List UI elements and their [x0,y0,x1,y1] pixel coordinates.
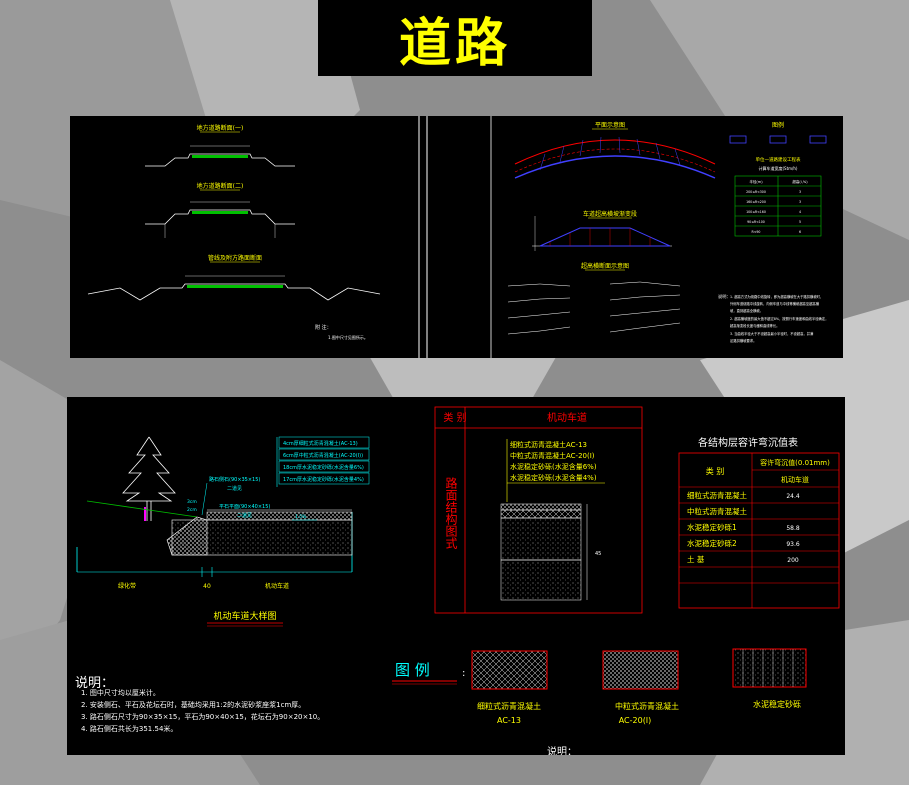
svg-text:水泥稳定砂砾1: 水泥稳定砂砾1 [687,522,737,532]
profile-title: 车道超高横坡渐变段 [583,210,637,218]
svg-text:容许弯沉值(0.01mm): 容许弯沉值(0.01mm) [760,458,830,467]
svg-text:坡，直到超高全横坡。: 坡，直到超高全横坡。 [730,308,763,313]
section-c-title: 管线及附方路面断面 [208,254,262,262]
left-note-label: 附 注： [315,324,332,331]
svg-text:AC-13: AC-13 [497,716,521,725]
bottom-drawing-panel: 绿化带 40 机动车道 4cm厚细粒式沥青混凝土(AC-13) 6cm厚中粒式沥… [67,397,845,755]
page-title: 道路 [398,13,511,74]
svg-text:6: 6 [799,230,801,234]
svg-text:4. 路石侧石共长为351.54米。: 4. 路石侧石共长为351.54米。 [81,724,177,733]
right-notes-label: 说明： [718,293,731,300]
svg-text:R<90: R<90 [752,230,761,234]
structure-depth: 45 [595,551,601,557]
svg-text:超高(i,%): 超高(i,%) [792,179,808,184]
svg-text:4: 4 [799,210,801,214]
svg-text:4cm厚细粒式沥青混凝土(AC-13): 4cm厚细粒式沥青混凝土(AC-13) [283,440,358,447]
page-title-box: 道路 [318,0,592,76]
legend-title-top: 图例 [772,121,784,129]
svg-text:24.4: 24.4 [786,493,800,500]
top-drawing-svg: 地方道路断面(一) 地方道路断面(二) 管线及附方路面断面 附 注： 1.图中尺… [87,116,828,358]
deflection-title: 各结构层容许弯沉值表 [698,436,798,449]
svg-text:类 别: 类 别 [706,466,725,476]
svg-text:细粒式沥青混凝土: 细粒式沥青混凝土 [687,490,747,500]
svg-text:机动车道: 机动车道 [781,475,809,484]
svg-text:水泥稳定砂砾(水泥含量6%): 水泥稳定砂砾(水泥含量6%) [510,462,597,471]
svg-text:二道见: 二道见 [237,512,252,519]
svg-text:AC-20(I): AC-20(I) [619,716,652,725]
tree-icon [122,436,176,521]
legend-swatch-ac20 [602,650,679,690]
legend-label: 图 例 [395,661,430,679]
se-table-subtitle: 计算车道宽度(Stm/h) [758,165,797,171]
section-a-title: 地方道路断面(一) [197,124,244,132]
dim-greenbelt: 绿化带 [118,582,136,590]
svg-text:水泥稳定砂砾2: 水泥稳定砂砾2 [687,538,737,548]
structure-col1: 类 别 [443,411,466,424]
legend-swatch-ac13 [471,650,548,690]
svg-text:半径(m): 半径(m) [749,179,763,184]
se-table: 半径(m) 超高(i,%) 200≤R<300 3 160≤R<200 3 10… [734,175,822,237]
flat-stone-label: 平石平面(90×40×15) [219,504,270,510]
svg-text:1. 超高方式为绕路中线旋转，即为超高横坡在大于路拱横坡时，: 1. 超高方式为绕路中线旋转，即为超高横坡在大于路拱横坡时， [730,294,823,299]
svg-text:水泥稳定砂砾(水泥含量4%): 水泥稳定砂砾(水泥含量4%) [510,473,597,482]
left-note-text: 1.图中尺寸见图所示。 [328,334,368,340]
dim-lane: 机动车道 [265,582,289,590]
structure-col2: 机动车道 [547,411,587,424]
svg-text:3: 3 [799,190,801,194]
svg-text:中粒式沥青混凝土: 中粒式沥青混凝土 [615,701,679,711]
svg-text:90≤R<100: 90≤R<100 [747,220,765,224]
bottom-drawing-svg: 绿化带 40 机动车道 4cm厚细粒式沥青混凝土(AC-13) 6cm厚中粒式沥… [75,406,840,755]
svg-text:2cm: 2cm [187,507,197,513]
svg-text:中粒式沥青混凝土: 中粒式沥青混凝土 [687,506,747,516]
svg-text:58.8: 58.8 [786,525,800,532]
bottom-note: 说明： [547,745,577,755]
svg-text:160≤R<200: 160≤R<200 [746,200,766,204]
svg-text:17cm厚水泥稳定砂砾(水泥含量4%): 17cm厚水泥稳定砂砾(水泥含量4%) [283,476,364,483]
svg-text:6cm厚中粒式沥青混凝土(AC-20(I)): 6cm厚中粒式沥青混凝土(AC-20(I)) [283,452,363,459]
section-b-title: 地方道路断面(二) [197,182,244,190]
structure-table: 类 别 机动车道 路面结构图式 细粒式沥青混凝土AC-13 中粒式沥青混凝土AC… [434,406,643,614]
svg-text:超高渐变段长度与缓和曲线等长。: 超高渐变段长度与缓和曲线等长。 [730,323,779,328]
svg-text:3: 3 [799,200,801,204]
svg-text:土 基: 土 基 [687,554,705,564]
svg-text:2. 安装侧石、平石及花坛石时，基础均采用1:2的水泥砂浆座: 2. 安装侧石、平石及花坛石时，基础均采用1:2的水泥砂浆座浆1cm厚。 [81,700,305,709]
dim-40: 40 [203,583,211,590]
svg-text:100≤R<160: 100≤R<160 [746,210,766,214]
svg-text:3cm: 3cm [187,499,197,505]
svg-text:1.5%: 1.5% [295,514,307,520]
deflection-table: 类 别 容许弯沉值(0.01mm) 机动车道 细粒式沥青混凝土 24.4 中粒式… [678,452,840,609]
plan-title: 平面示意图 [595,121,625,129]
svg-text:水泥稳定砂砾: 水泥稳定砂砾 [753,699,801,709]
svg-text:5: 5 [799,220,801,224]
svg-text:2. 超高横坡度的最大值不超过8%，按照行车速度和曲线半径确: 2. 超高横坡度的最大值不超过8%，按照行车速度和曲线半径确定， [730,316,828,321]
svg-text:中粒式沥青混凝土AC-20(I): 中粒式沥青混凝土AC-20(I) [510,451,595,460]
notes-title: 说明： [75,676,114,691]
svg-text:二道见: 二道见 [227,485,242,492]
svg-text:细粒式沥青混凝土AC-13: 细粒式沥青混凝土AC-13 [510,440,587,449]
svg-text:足路拱横坡要求。: 足路拱横坡要求。 [730,338,756,343]
curb-label: 路石侧石(90×35×15) [209,476,260,483]
svg-text:18cm厚水泥稳定砂砾(水泥含量6%): 18cm厚水泥稳定砂砾(水泥含量6%) [283,464,364,471]
svg-text:细粒式沥青混凝土: 细粒式沥青混凝土 [477,701,541,711]
top-drawing-panel: 地方道路断面(一) 地方道路断面(二) 管线及附方路面断面 附 注： 1.图中尺… [70,116,843,358]
layer-labels: 4cm厚细粒式沥青混凝土(AC-13) 6cm厚中粒式沥青混凝土(AC-20(I… [276,436,370,487]
svg-text:93.6: 93.6 [786,541,800,548]
svg-text:200≤R<300: 200≤R<300 [746,190,766,194]
svg-text:1. 图中尺寸均以厘米计。: 1. 图中尺寸均以厘米计。 [81,688,160,697]
legend-swatch-stabilized [732,648,807,688]
cross-title: 超高横断面示意图 [581,262,629,270]
structure-side-label: 路面结构图式 [444,476,458,549]
svg-text:3. 路石侧石尺寸为90×35×15，平石为90×40×15: 3. 路石侧石尺寸为90×35×15，平石为90×40×15，花坛石为90×20… [81,712,324,721]
svg-text::: : [462,668,465,679]
svg-text:3. 当曲线半径大于不设超高最小半径时，不设超高，并满: 3. 当曲线半径大于不设超高最小半径时，不设超高，并满 [730,331,814,336]
se-table-title: 单位一道路建设工程表 [756,156,801,163]
detail-title: 机动车道大样图 [213,610,276,622]
svg-text:200: 200 [787,557,799,564]
svg-text:外侧车道绕路中线旋转，内侧车道与中线等横坡超高至超高横: 外侧车道绕路中线旋转，内侧车道与中线等横坡超高至超高横 [730,301,820,306]
